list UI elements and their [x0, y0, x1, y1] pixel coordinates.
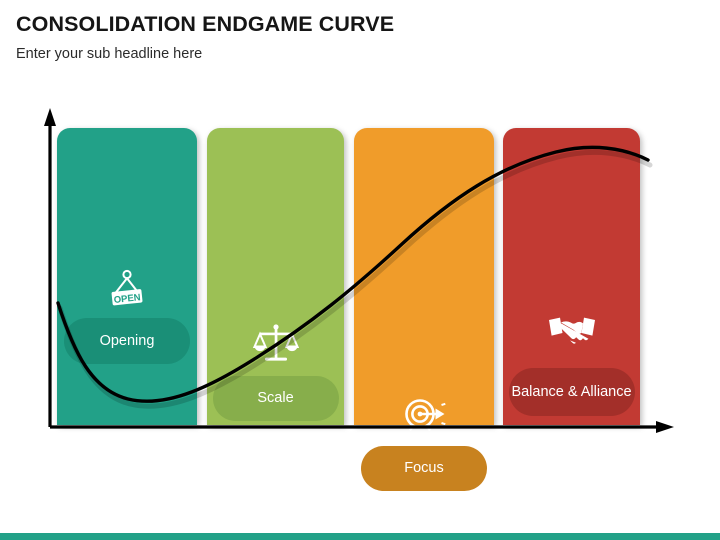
- stage-pill-balance-alliance[interactable]: Balance & Alliance: [508, 368, 635, 416]
- stage-column-scale[interactable]: Scale: [207, 128, 344, 425]
- header: CONSOLIDATION ENDGAME CURVE Enter your s…: [16, 12, 696, 63]
- open-sign-icon: OPEN: [57, 268, 197, 312]
- page-subtitle: Enter your sub headline here: [16, 45, 203, 62]
- page-title: CONSOLIDATION ENDGAME CURVE: [16, 12, 395, 36]
- balance-scales-icon: [207, 321, 344, 369]
- stage-pill-scale[interactable]: Scale: [212, 376, 339, 421]
- stage-pill-opening[interactable]: Opening: [64, 318, 190, 364]
- stage-pill-focus[interactable]: Focus: [361, 446, 487, 491]
- stage-label-opening: Opening: [99, 332, 155, 349]
- handshake-icon: [503, 313, 640, 351]
- stage-column-opening[interactable]: OPEN Opening: [57, 128, 197, 425]
- x-axis-arrowhead: [656, 421, 674, 433]
- target-arrow-icon: [354, 393, 494, 435]
- stage-label-balance-alliance: Balance & Alliance: [511, 383, 632, 400]
- stage-column-focus[interactable]: Focus: [354, 128, 494, 491]
- y-axis-arrowhead: [44, 108, 56, 126]
- stage-column-balance-alliance[interactable]: Balance & Alliance: [503, 128, 640, 425]
- stage-label-scale: Scale: [257, 390, 294, 407]
- svg-text:OPEN: OPEN: [113, 292, 141, 306]
- stage-label-focus: Focus: [404, 460, 444, 477]
- footer-accent-bar: [0, 533, 720, 540]
